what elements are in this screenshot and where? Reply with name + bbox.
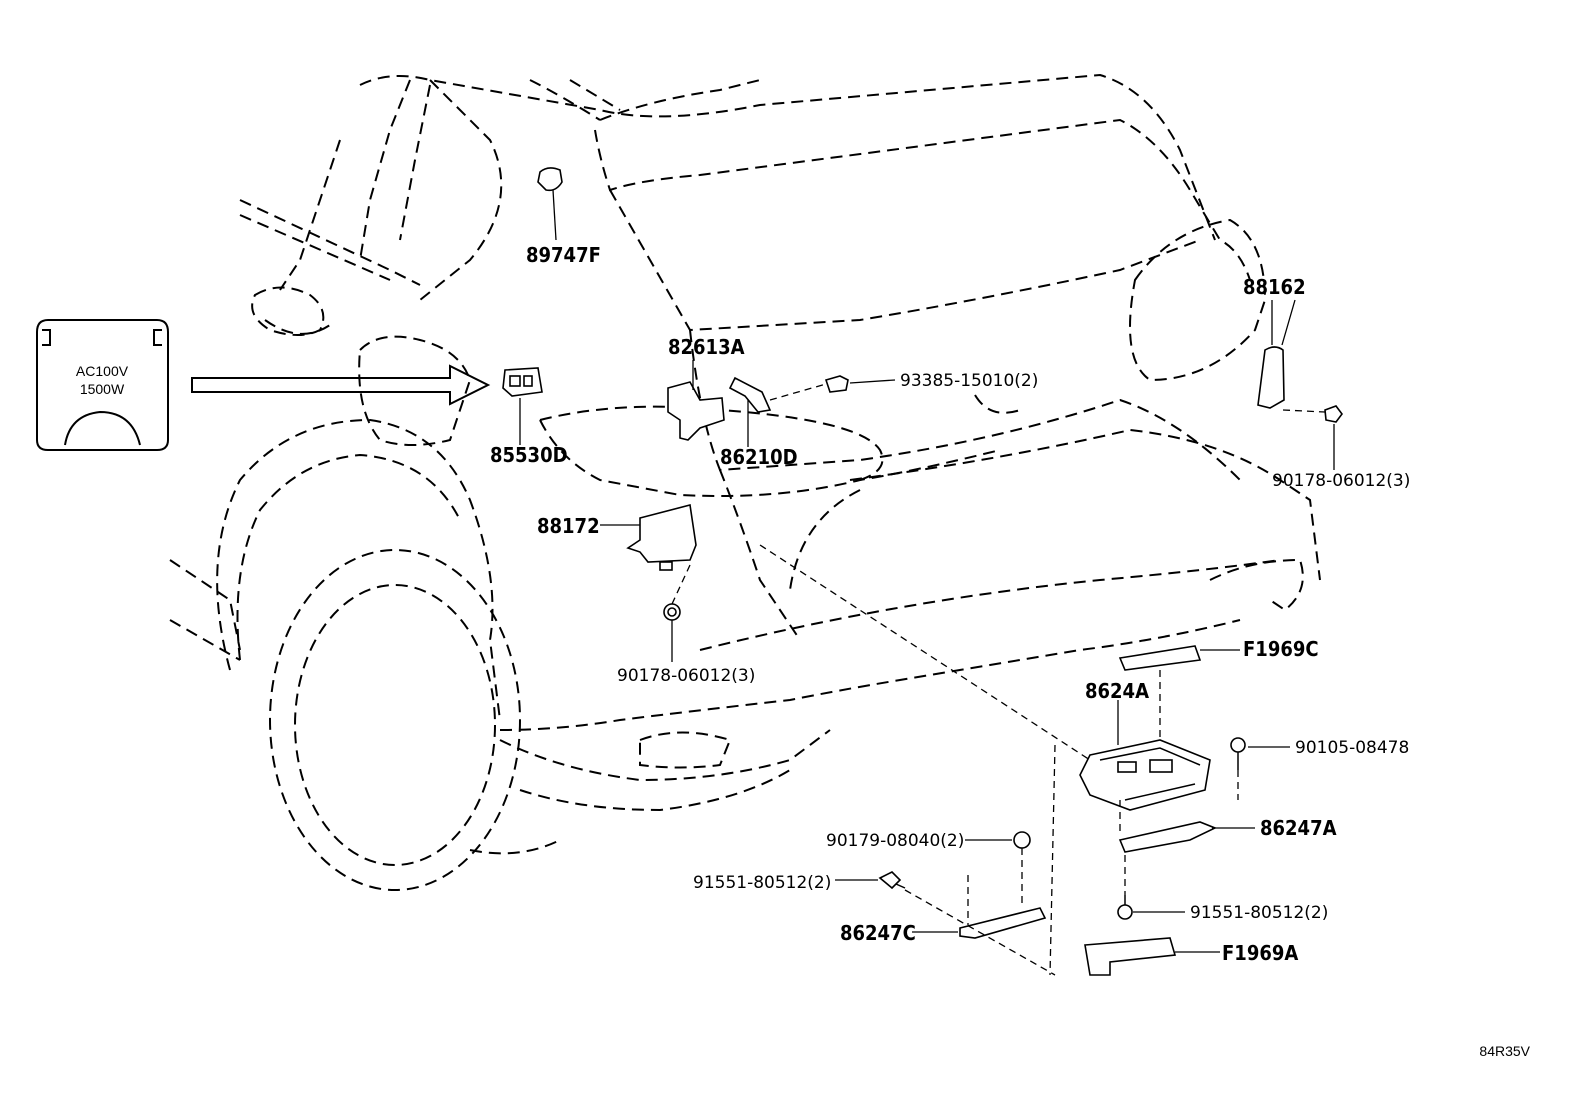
callout-86247A: 86247A [1260,816,1337,840]
callout-85530D: 85530D [490,443,568,467]
part-91551-bolt-left [835,871,906,890]
part-8624A-inverter [1079,700,1211,811]
part-90178-nut-right [1324,405,1343,470]
pointer-arrow [191,364,491,406]
diagram-code: 84R35V [1479,1043,1530,1059]
callout-89747F: 89747F [526,243,601,267]
part-88162-bracket [1257,299,1296,409]
part-86247A-plate [1118,821,1255,853]
callout-F1969A: F1969A [1222,941,1298,965]
part-93385-screw [824,375,896,393]
part-F1969C-pad [1118,645,1240,671]
callout-88172: 88172 [537,514,600,538]
part-82613A-bracket [667,360,725,441]
part-86247C-plate [912,907,1047,939]
callout-86247C: 86247C [840,921,916,945]
outlet-voltage-label: AC100V [76,363,129,379]
part-F1969A-spacer [1084,937,1220,976]
callout-93385-15010: 93385-15010(2) [900,371,1038,391]
outlet-wattage-label: 1500W [80,381,125,397]
callout-90178-06012-right: 90178-06012(3) [1272,471,1410,491]
part-88172-module [600,504,697,571]
part-89747F-sensor [537,167,563,241]
callout-91551-80512-right: 91551-80512(2) [1190,903,1328,923]
callout-86210D: 86210D [720,445,798,469]
callout-90105-08478: 90105-08478 [1295,738,1409,758]
callout-90179-08040: 90179-08040(2) [826,831,964,851]
part-90178-nut-left [663,603,681,662]
callout-91551-80512-left: 91551-80512(2) [693,873,831,893]
part-90179-nut [965,831,1031,849]
part-85530D-outlet [502,367,543,445]
callout-82613A: 82613A [668,335,745,359]
callout-8624A: 8624A [1085,679,1149,703]
callout-F1969C: F1969C [1243,637,1319,661]
part-91551-bolt-right [1117,895,1185,920]
ac-outlet-inset: AC100V 1500W [36,319,169,451]
assembly-guides [671,383,1326,976]
callout-88162: 88162 [1243,275,1306,299]
part-90105-bolt [1230,737,1290,770]
callout-90178-06012-left: 90178-06012(3) [617,666,755,686]
part-86210D-harness [728,376,772,447]
vehicle-outline [169,73,1321,891]
